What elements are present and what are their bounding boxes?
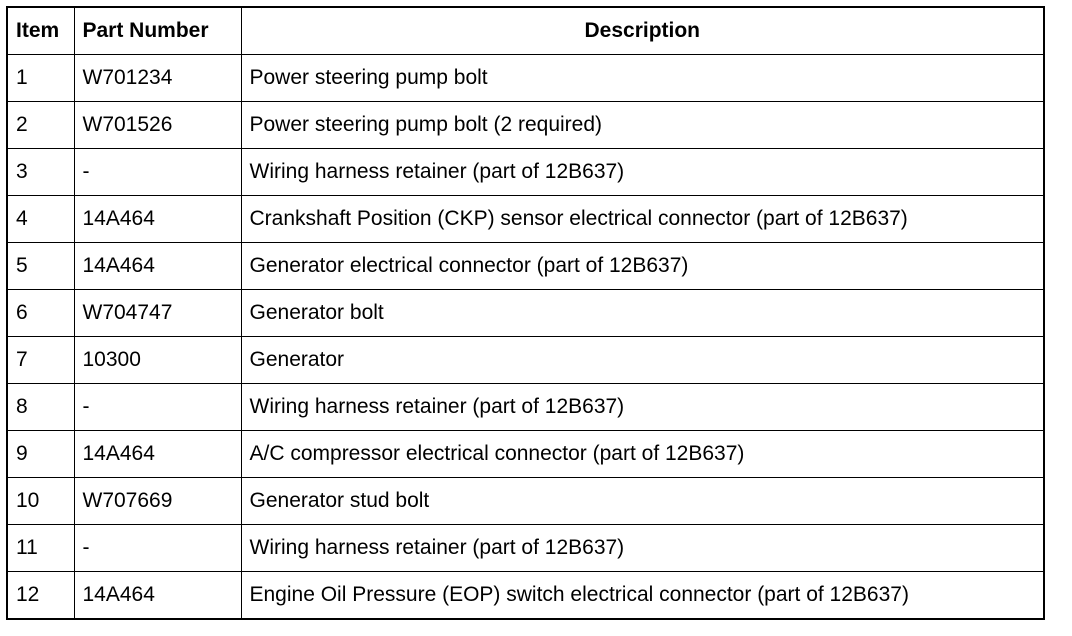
description-cell: Generator <box>240 336 1045 384</box>
description-cell: A/C compressor electrical connector (par… <box>240 430 1045 478</box>
part-number-cell: - <box>73 383 242 431</box>
item-cell: 3 <box>6 148 75 196</box>
part-number-cell: 14A464 <box>73 195 242 243</box>
part-number-cell: W701234 <box>73 54 242 102</box>
item-cell: 6 <box>6 289 75 337</box>
description-cell: Generator stud bolt <box>240 477 1045 525</box>
description-cell: Generator electrical connector (part of … <box>240 242 1045 290</box>
part-number-cell: 14A464 <box>73 430 242 478</box>
part-number-cell: 10300 <box>73 336 242 384</box>
item-cell: 2 <box>6 101 75 149</box>
item-cell: 10 <box>6 477 75 525</box>
header-part-number: Part Number <box>73 6 242 55</box>
item-cell: 5 <box>6 242 75 290</box>
description-cell: Wiring harness retainer (part of 12B637) <box>240 383 1045 431</box>
description-cell: Engine Oil Pressure (EOP) switch electri… <box>240 571 1045 620</box>
table-header-row: Item Part Number Description <box>6 6 1045 55</box>
header-item: Item <box>6 6 75 55</box>
description-cell: Power steering pump bolt <box>240 54 1045 102</box>
table-row: 3-Wiring harness retainer (part of 12B63… <box>6 148 1045 196</box>
part-number-cell: - <box>73 148 242 196</box>
part-number-cell: 14A464 <box>73 571 242 620</box>
part-number-cell: W701526 <box>73 101 242 149</box>
table-row: 8-Wiring harness retainer (part of 12B63… <box>6 383 1045 431</box>
item-cell: 11 <box>6 524 75 572</box>
header-description: Description <box>240 6 1045 55</box>
part-number-cell: W704747 <box>73 289 242 337</box>
item-cell: 9 <box>6 430 75 478</box>
item-cell: 12 <box>6 571 75 620</box>
item-cell: 7 <box>6 336 75 384</box>
description-cell: Wiring harness retainer (part of 12B637) <box>240 524 1045 572</box>
part-number-cell: W707669 <box>73 477 242 525</box>
item-cell: 1 <box>6 54 75 102</box>
description-cell: Crankshaft Position (CKP) sensor electri… <box>240 195 1045 243</box>
description-cell: Power steering pump bolt (2 required) <box>240 101 1045 149</box>
item-cell: 4 <box>6 195 75 243</box>
description-cell: Wiring harness retainer (part of 12B637) <box>240 148 1045 196</box>
part-number-cell: - <box>73 524 242 572</box>
part-number-cell: 14A464 <box>73 242 242 290</box>
description-cell: Generator bolt <box>240 289 1045 337</box>
item-cell: 8 <box>6 383 75 431</box>
table-row: 11-Wiring harness retainer (part of 12B6… <box>6 524 1045 572</box>
